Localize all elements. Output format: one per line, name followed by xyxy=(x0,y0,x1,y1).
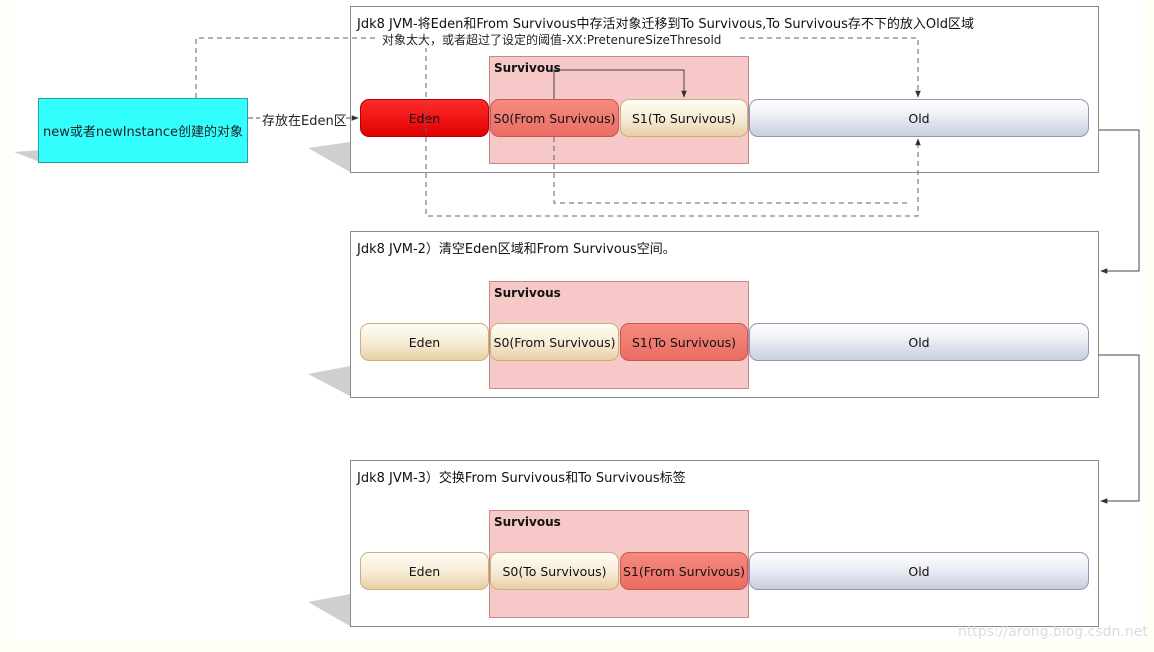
panel1-shadow xyxy=(308,142,350,172)
s0-to-s1-arrow xyxy=(553,69,687,99)
panel-3-s0-label: S0(To Survivous) xyxy=(502,563,607,579)
panel-2-old-label: Old xyxy=(908,334,930,350)
panel-2-s0: S0(From Survivous) xyxy=(490,323,619,361)
s0-to-old-path xyxy=(553,137,910,204)
big-object-path-b xyxy=(740,37,921,98)
panel-1-s0: S0(From Survivous) xyxy=(490,99,619,137)
eden-to-old-arrow xyxy=(425,47,921,217)
panel-3-s1-label: S1(From Survivous) xyxy=(623,563,745,579)
panel-1-s1-label: S1(To Survivous) xyxy=(631,110,737,126)
panel-2-s0-label: S0(From Survivous) xyxy=(493,334,616,350)
panel-1-title: Jdk8 JVM-将Eden和From Survivous中存活对象迁移到To … xyxy=(357,17,974,32)
panel-3-old-label: Old xyxy=(908,563,930,579)
step2-to-step3-arrow xyxy=(1099,354,1140,504)
panel-2-s1-label: S1(To Survivous) xyxy=(631,334,737,350)
panel-3-s1: S1(From Survivous) xyxy=(620,552,748,590)
panel-1-survivor-label: Survivous xyxy=(494,61,561,75)
new-box-shadow xyxy=(14,150,40,162)
panel3-shadow xyxy=(308,594,350,626)
big-object-label: 对象太大，或者超过了设定的阈值-XX:PretenureSizeThresold xyxy=(380,31,724,48)
big-object-path-a xyxy=(195,37,376,98)
panel-2-eden-label: Eden xyxy=(408,334,441,350)
panel-2-eden: Eden xyxy=(360,323,489,361)
panel-1-s0-label: S0(From Survivous) xyxy=(493,110,616,126)
panel-3-survivor-label: Survivous xyxy=(494,515,561,529)
new-object-label: new或者newInstance创建的对象 xyxy=(42,125,244,140)
watermark: https://arong.blog.csdn.net xyxy=(958,624,1148,640)
panel-2-survivor-label: Survivous xyxy=(494,286,561,300)
panel-3-title: Jdk8 JVM-3）交换From Survivous和To Survivous… xyxy=(357,471,686,486)
panel-2-s1: S1(To Survivous) xyxy=(620,323,748,361)
store-in-eden-label: 存放在Eden区 xyxy=(262,114,347,129)
panel-1-old-label: Old xyxy=(908,110,930,126)
panel-1-eden: Eden xyxy=(360,99,489,137)
panel-3-eden: Eden xyxy=(360,552,489,590)
panel-3-eden-label: Eden xyxy=(408,563,441,579)
panel-1-old: Old xyxy=(749,99,1089,137)
panel-1-eden-label: Eden xyxy=(408,110,441,126)
panel-3-s0: S0(To Survivous) xyxy=(490,552,619,590)
panel-2-old: Old xyxy=(749,323,1089,361)
panel2-shadow xyxy=(308,366,350,396)
new-object-box: new或者newInstance创建的对象 xyxy=(38,98,248,163)
step1-to-step2-arrow xyxy=(1099,129,1140,274)
panel-3-old: Old xyxy=(749,552,1089,590)
panel-2-title: Jdk8 JVM-2）清空Eden区域和From Survivous空间。 xyxy=(357,242,676,257)
panel-1-s1: S1(To Survivous) xyxy=(620,99,748,137)
